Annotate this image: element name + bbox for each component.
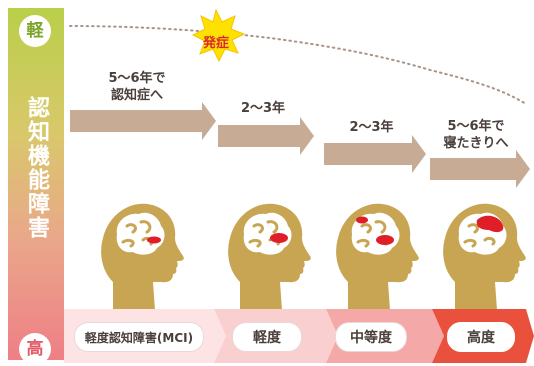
progression-arrow-4	[430, 150, 530, 188]
head-icon-severe	[443, 203, 526, 310]
progression-label-4: 5～6年で 寝たきりへ	[443, 119, 509, 151]
level-mild-badge: 軽	[19, 15, 51, 47]
progression-label-1: 5～6年で 認知症へ	[108, 71, 166, 103]
axis-title: 認知機能障害	[24, 96, 49, 240]
stage-label-severe: 高度	[447, 322, 515, 352]
progression-label-2: 2～3年	[240, 101, 286, 116]
level-severe-badge: 高	[19, 333, 51, 365]
stage-label-mci: 軽度認知障害(MCI)	[74, 322, 204, 352]
head-icon-moderate	[336, 203, 419, 310]
head-icon-mci	[101, 203, 184, 310]
progression-arrow-2	[218, 117, 314, 155]
progression-arrow-3	[324, 135, 426, 173]
severity-axis-bar	[8, 8, 64, 360]
onset-star-icon	[191, 8, 246, 63]
progression-label-3: 2～3年	[349, 120, 394, 135]
head-icon-mild	[228, 203, 311, 310]
progression-arrow-1	[70, 102, 216, 140]
stage-label-moderate: 中等度	[335, 322, 407, 352]
stage-label-mild: 軽度	[232, 322, 302, 352]
decline-curve	[69, 25, 527, 105]
onset-label: 発症	[202, 36, 229, 51]
